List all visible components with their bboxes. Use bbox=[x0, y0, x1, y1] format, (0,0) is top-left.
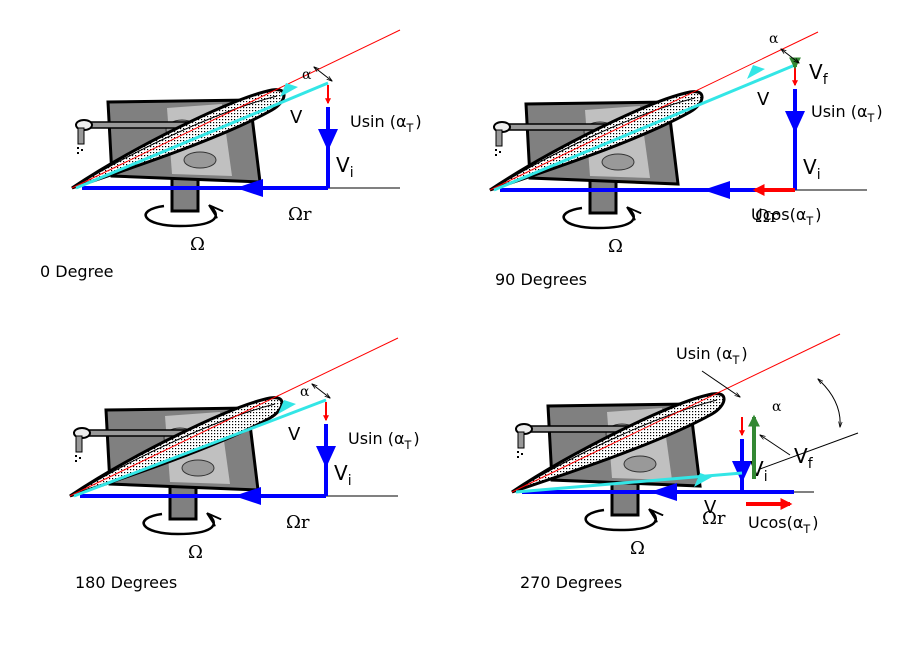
pitch-link bbox=[517, 431, 525, 449]
vi-label: Vi bbox=[803, 155, 821, 183]
resultant-v-arrowhead-icon bbox=[694, 473, 712, 487]
camber-line bbox=[493, 97, 696, 189]
omega-r-arrowhead-icon bbox=[703, 181, 730, 199]
omega-label: Ω bbox=[608, 236, 623, 257]
resultant-v-vector bbox=[73, 398, 327, 498]
hub-boss-lower bbox=[623, 455, 657, 473]
omega-r-label: Ωr bbox=[288, 204, 312, 225]
panel-caption: 90 Degrees bbox=[495, 270, 587, 289]
vi-arrowhead-icon bbox=[785, 111, 805, 133]
hub-boss-lower bbox=[183, 151, 217, 169]
hub-boss-lower bbox=[181, 459, 215, 477]
camber-line bbox=[73, 403, 276, 495]
omega-r-label: Ωr bbox=[702, 508, 726, 529]
panel-caption: 0 Degree bbox=[40, 262, 114, 281]
camber-line bbox=[75, 95, 278, 187]
airfoil-blade bbox=[489, 90, 704, 192]
dot bbox=[77, 152, 79, 154]
chord-line bbox=[71, 29, 401, 189]
pitch-link bbox=[495, 129, 503, 147]
v-label: V bbox=[704, 497, 717, 518]
airfoil-blade bbox=[71, 88, 286, 190]
resultant-v-arrowhead-icon bbox=[280, 83, 298, 97]
alpha-arc-icon bbox=[781, 49, 799, 63]
panel-caption: 270 Degrees bbox=[520, 573, 622, 592]
vf-label: Vf bbox=[809, 60, 829, 88]
rotation-arrow-icon bbox=[144, 206, 216, 228]
omega-r-arrowhead-icon bbox=[236, 179, 263, 197]
omega-label: Ω bbox=[188, 542, 203, 563]
resultant-v-arrowhead-icon bbox=[278, 400, 296, 414]
dot bbox=[75, 455, 77, 457]
dot bbox=[495, 149, 497, 151]
omega-r-label: Ωr bbox=[286, 512, 310, 533]
alpha-label: α bbox=[300, 384, 310, 400]
usin-label: Usin (αT) bbox=[811, 102, 883, 125]
resultant-v-vector bbox=[75, 81, 329, 190]
camber-line bbox=[515, 399, 718, 491]
alpha-arc-icon bbox=[818, 379, 840, 427]
omega-r-arrowhead-icon bbox=[650, 483, 677, 501]
vi-arrowhead-icon bbox=[316, 446, 336, 468]
omega-label: Ω bbox=[630, 538, 645, 559]
dot bbox=[75, 460, 77, 462]
dot bbox=[517, 456, 519, 458]
airfoil-blade bbox=[69, 396, 284, 498]
dot bbox=[499, 151, 501, 153]
usin-label: Usin (αT) bbox=[676, 344, 748, 367]
alpha-label: α bbox=[769, 31, 779, 47]
dot bbox=[81, 149, 83, 151]
vi-arrowhead-icon bbox=[318, 129, 338, 151]
usin-label: Usin (αT) bbox=[348, 429, 420, 452]
rotation-arrow-icon bbox=[142, 514, 214, 536]
dot bbox=[77, 147, 79, 149]
alpha-arc-icon bbox=[314, 67, 332, 81]
rotation-arrow-icon bbox=[584, 510, 656, 532]
panel-0: Ω Ωr Vi V Usin (αT) α bbox=[71, 29, 422, 255]
resultant-v-vector bbox=[493, 63, 796, 192]
vf-leader-line bbox=[760, 435, 791, 456]
pitch-link bbox=[75, 435, 83, 453]
chord-line bbox=[489, 31, 819, 191]
vi-label: Vi bbox=[336, 153, 354, 181]
omega-label: Ω bbox=[190, 234, 205, 255]
alpha-label: α bbox=[302, 67, 312, 83]
pitch-link bbox=[77, 127, 85, 145]
v-label: V bbox=[757, 89, 770, 110]
hub-boss-lower bbox=[601, 153, 635, 171]
ucos-label: Ucos(αT) bbox=[748, 513, 819, 536]
usin-leader-line bbox=[701, 370, 740, 397]
alpha-label: α bbox=[772, 399, 782, 415]
dot bbox=[521, 453, 523, 455]
relative-wind-line bbox=[759, 432, 859, 470]
resultant-v-arrowhead-icon bbox=[747, 65, 765, 79]
ucos-label: Ucos(αT) bbox=[751, 205, 822, 228]
dot bbox=[79, 457, 81, 459]
vf-label: Vf bbox=[794, 444, 814, 472]
panel-caption: 180 Degrees bbox=[75, 573, 177, 592]
v-label: V bbox=[288, 424, 301, 445]
usin-label: Usin (αT) bbox=[350, 112, 422, 135]
omega-r-arrowhead-icon bbox=[234, 487, 261, 505]
dot bbox=[495, 154, 497, 156]
omega-r-label: Ωr bbox=[755, 206, 779, 227]
airfoil-blade bbox=[511, 392, 726, 494]
panel-180: Ω Ωr Vi V Usin (αT) α bbox=[69, 337, 420, 563]
chord-line bbox=[69, 337, 399, 497]
alpha-arc-icon bbox=[312, 384, 330, 398]
dot bbox=[517, 451, 519, 453]
rotation-arrow-icon bbox=[562, 208, 634, 230]
v-label: V bbox=[290, 107, 303, 128]
vi-label: Vi bbox=[334, 461, 352, 489]
vi-arrowhead-icon bbox=[732, 461, 752, 483]
chord-line bbox=[511, 333, 841, 493]
